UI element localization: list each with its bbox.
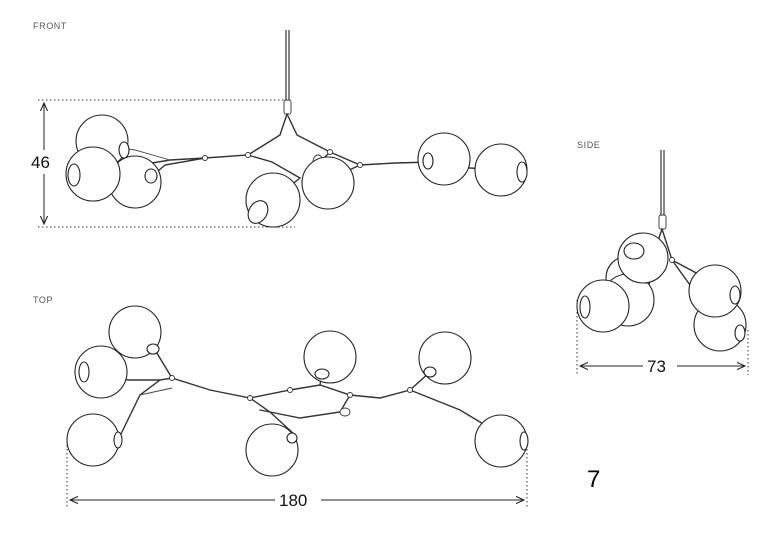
front-cord xyxy=(283,30,292,115)
top-branches xyxy=(99,344,491,441)
globe-icon xyxy=(74,345,128,399)
item-number: 7 xyxy=(587,466,600,493)
side-view-label: SIDE xyxy=(577,140,600,150)
top-view-label: TOP xyxy=(33,295,53,305)
front-globes xyxy=(65,114,528,228)
side-width-dimension: 73 xyxy=(576,300,749,378)
globe-icon xyxy=(108,305,162,359)
globe-icon xyxy=(576,279,630,333)
front-view: FRONT 46 xyxy=(28,21,528,228)
side-view: SIDE xyxy=(576,140,749,378)
front-height-value: 46 xyxy=(31,153,50,172)
front-height-dimension: 46 xyxy=(28,99,295,228)
side-globes xyxy=(576,232,747,352)
side-width-value: 73 xyxy=(647,357,666,376)
globe-icon xyxy=(301,156,355,210)
top-view: TOP xyxy=(33,295,529,512)
globe-icon xyxy=(617,232,669,284)
top-globes xyxy=(66,305,529,477)
globe-icon xyxy=(474,414,528,468)
globe-icon xyxy=(303,330,357,384)
top-width-dimension: 180 xyxy=(66,445,528,512)
globe-icon xyxy=(417,132,471,186)
front-view-label: FRONT xyxy=(33,21,67,31)
side-cord xyxy=(658,150,667,230)
globe-icon xyxy=(65,146,121,202)
globe-icon xyxy=(245,423,299,477)
globe-icon xyxy=(688,264,742,318)
top-width-value: 180 xyxy=(279,491,307,510)
globe-icon xyxy=(66,413,120,467)
